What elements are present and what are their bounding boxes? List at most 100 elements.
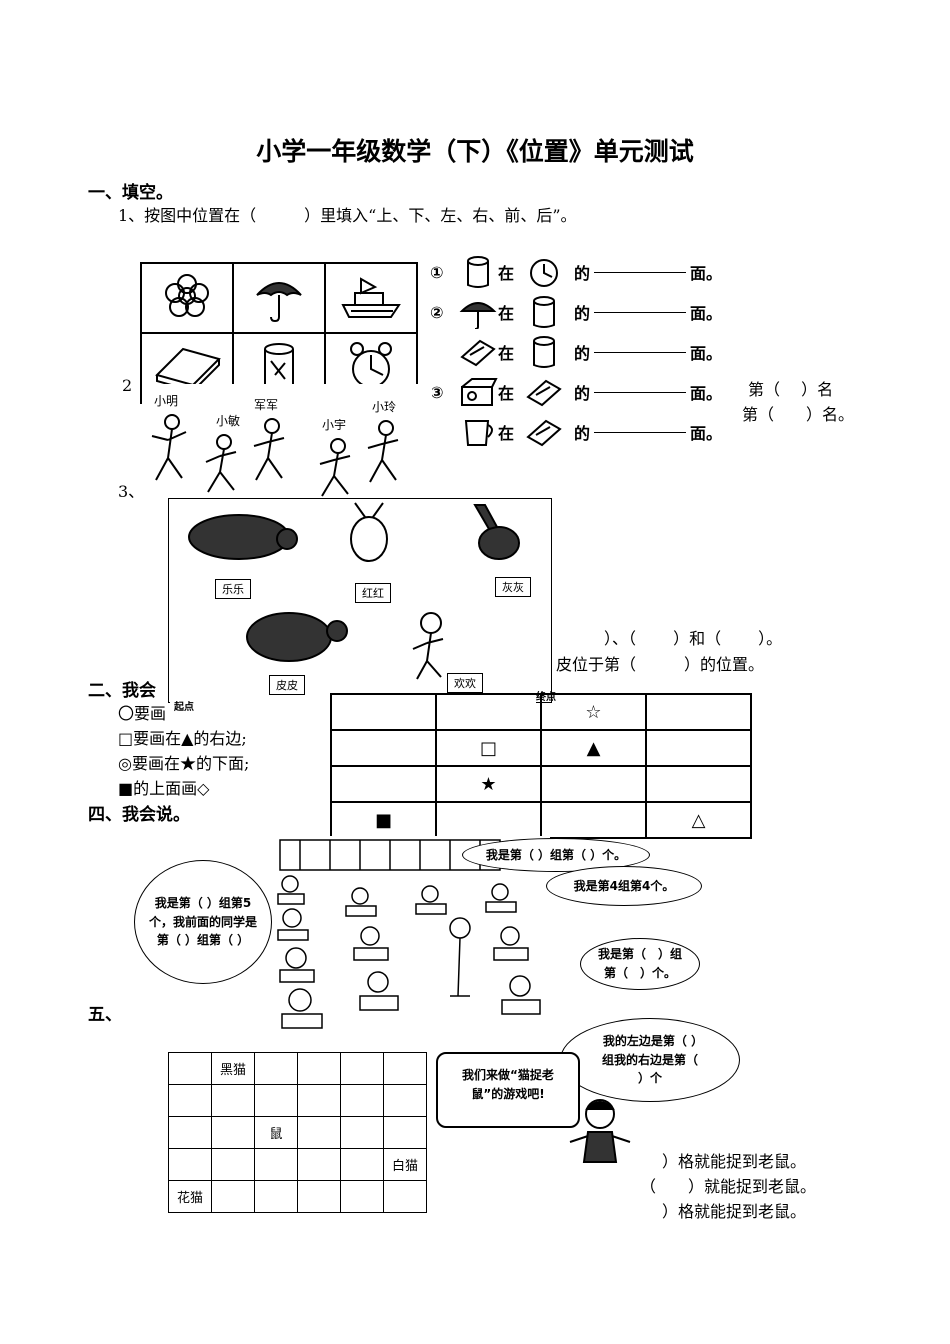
grid-cell[interactable] xyxy=(340,1148,384,1181)
mug-icon xyxy=(464,420,493,446)
runner-label: 小敏 xyxy=(216,414,241,428)
section5-heading: 五、 xyxy=(88,1005,122,1025)
grid-cell[interactable] xyxy=(297,1052,341,1085)
grid-cell[interactable] xyxy=(383,1180,427,1213)
section4-heading: 四、我会说。 xyxy=(88,805,190,825)
grid-cell[interactable]: 鼠 xyxy=(254,1116,298,1149)
grid-cell[interactable]: □ xyxy=(435,729,542,767)
answer-blank[interactable] xyxy=(594,271,687,273)
grid-cell[interactable] xyxy=(211,1180,255,1213)
cup-icon xyxy=(533,296,556,328)
grid-cell[interactable] xyxy=(330,765,437,803)
grid-cell[interactable] xyxy=(211,1148,255,1181)
question2-number: 2 xyxy=(122,376,133,395)
grid-cell[interactable] xyxy=(254,1052,298,1085)
grid-cell[interactable]: 白猫 xyxy=(383,1148,427,1181)
q3-answer-line-1: ）、（ ）和（ ）。 xyxy=(604,629,783,648)
grid-cell[interactable] xyxy=(168,1084,212,1117)
answer-blank[interactable] xyxy=(594,431,687,433)
page-title: 小学一年级数学（下）《位置》单元测试 xyxy=(256,137,694,166)
answer-blank[interactable] xyxy=(594,311,687,313)
grid-cell[interactable] xyxy=(383,1052,427,1085)
grid-cell[interactable] xyxy=(435,693,542,731)
grid-cell[interactable] xyxy=(340,1084,384,1117)
q1-suffix: 面。 xyxy=(690,344,723,363)
game-speech-bubble: 我们来做“猫捉老鼠”的游戏吧! xyxy=(436,1052,580,1128)
q1-of: 的 xyxy=(574,384,591,403)
runner-label: 小宇 xyxy=(322,418,347,432)
umbrella-icon xyxy=(256,282,302,323)
flower-cell xyxy=(140,262,234,334)
section1-heading: 一、填空。 xyxy=(88,183,173,203)
grid-cell[interactable] xyxy=(340,1052,384,1085)
grid-cell[interactable] xyxy=(297,1180,341,1213)
q1-row-2: ② 在 的 面。 xyxy=(430,292,740,332)
grid-cell[interactable] xyxy=(645,729,752,767)
ship-cell xyxy=(324,262,418,334)
q1-suffix: 面。 xyxy=(690,424,723,443)
section2-item: □要画在▲的右边; xyxy=(118,729,247,748)
grid-cell[interactable]: △ xyxy=(645,801,752,839)
q2-rank-2: 第（ ）名。 xyxy=(742,405,855,424)
shapes-grid: ☆ □ ▲ ★ ■ △ xyxy=(330,693,752,839)
q3-answer-line-2: 皮位于第（ ）的位置。 xyxy=(556,655,765,674)
q1-suffix: 面。 xyxy=(690,384,723,403)
grid-cell[interactable] xyxy=(435,801,542,839)
calculator-icon xyxy=(526,379,562,407)
grid-cell[interactable] xyxy=(540,765,647,803)
animal-race-image: 乐乐 红红 灰灰 皮皮 欢欢 xyxy=(168,498,552,703)
grid-cell[interactable]: ★ xyxy=(435,765,542,803)
answer-blank[interactable] xyxy=(594,351,687,353)
umbrella-cell xyxy=(232,262,326,334)
q2-rank-1: 第（ ）名 xyxy=(748,380,834,399)
grid-cell[interactable] xyxy=(383,1084,427,1117)
grid-cell[interactable] xyxy=(540,801,647,839)
speech-bubble: 我是第4组第4个。 xyxy=(546,866,702,906)
grid-cell[interactable] xyxy=(330,729,437,767)
grid-cell[interactable] xyxy=(645,765,752,803)
boy-icon xyxy=(569,1099,631,1163)
cup-icon xyxy=(533,336,556,368)
runner-label: 军军 xyxy=(254,398,279,412)
grid-cell[interactable] xyxy=(211,1084,255,1117)
cat-mouse-grid: 黑猫 鼠 白猫 xyxy=(168,1052,427,1213)
grid-cell[interactable] xyxy=(383,1116,427,1149)
grid-cell[interactable] xyxy=(645,693,752,731)
section2-item: 〇要画 xyxy=(118,704,167,723)
grid-cell[interactable] xyxy=(168,1116,212,1149)
animal-label: 皮皮 xyxy=(269,675,305,695)
grid-cell[interactable] xyxy=(340,1116,384,1149)
grid-cell[interactable] xyxy=(254,1148,298,1181)
q1-of: 的 xyxy=(574,344,591,363)
grid-cell[interactable]: 黑猫 xyxy=(211,1052,255,1085)
grid-cell[interactable]: ▲ xyxy=(540,729,647,767)
grid-cell[interactable] xyxy=(340,1180,384,1213)
pencil-sharpener-icon xyxy=(461,378,498,406)
q1-in: 在 xyxy=(498,344,515,363)
animal-label: 欢欢 xyxy=(447,673,483,693)
answer-blank[interactable] xyxy=(594,391,687,393)
grid-cell[interactable] xyxy=(297,1084,341,1117)
grid-cell[interactable]: 花猫 xyxy=(168,1180,212,1213)
q1-in: 在 xyxy=(498,304,515,323)
q1-num: ① xyxy=(430,262,444,282)
grid-cell[interactable]: ■ xyxy=(330,801,437,839)
q1-statements: ① 在 的 面。 ② 在 的 面。 在 的 面。 ③ 在 的 面。 在 xyxy=(430,252,740,452)
grid-cell[interactable] xyxy=(254,1084,298,1117)
running-children-icon xyxy=(151,414,399,497)
q1-row-4: ③ 在 的 面。 xyxy=(430,372,740,412)
q1-suffix: 面。 xyxy=(690,264,723,283)
grid-cell[interactable] xyxy=(330,693,437,731)
grid-cell[interactable]: ☆ xyxy=(540,693,647,731)
q1-in: 在 xyxy=(498,384,515,403)
grid-cell[interactable] xyxy=(297,1148,341,1181)
runner-label: 小玲 xyxy=(372,400,397,414)
q1-of: 的 xyxy=(574,304,591,323)
grid-cell[interactable] xyxy=(168,1052,212,1085)
grid-cell[interactable] xyxy=(297,1116,341,1149)
grid-cell[interactable] xyxy=(211,1116,255,1149)
runner-label: 小明 xyxy=(154,394,179,408)
section2-heading: 二、我会 xyxy=(88,681,156,701)
grid-cell[interactable] xyxy=(168,1148,212,1181)
grid-cell[interactable] xyxy=(254,1180,298,1213)
